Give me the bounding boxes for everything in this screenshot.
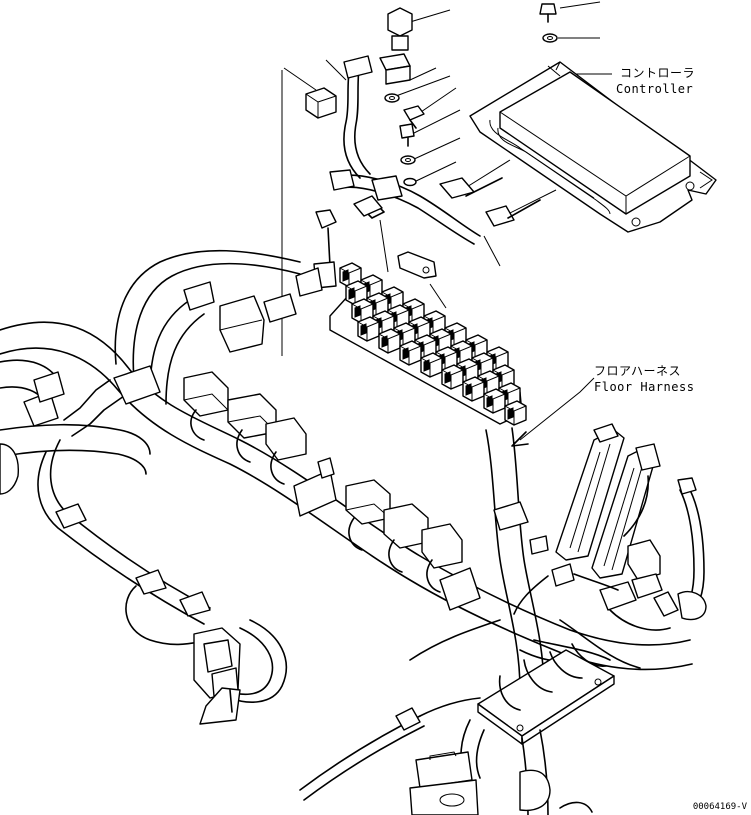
trunk-connectors (183, 371, 481, 611)
floor-harness-branch (299, 427, 641, 815)
drawing-code: 00064169-V (692, 802, 747, 812)
relay-block (329, 262, 527, 426)
bolts-and-washers (305, 3, 558, 187)
controller-label-en: Controller (616, 82, 694, 96)
right-side-components (513, 423, 707, 631)
controller-unit (469, 61, 717, 233)
floor-harness-label-jp: フロアハーネス (594, 364, 682, 378)
floor-harness-label-en: Floor Harness (594, 380, 695, 394)
controller-harness (313, 55, 541, 289)
main-harness (0, 321, 693, 725)
controller-label-jp: コントローラ (620, 66, 696, 80)
upper-loop-harness (63, 249, 323, 437)
